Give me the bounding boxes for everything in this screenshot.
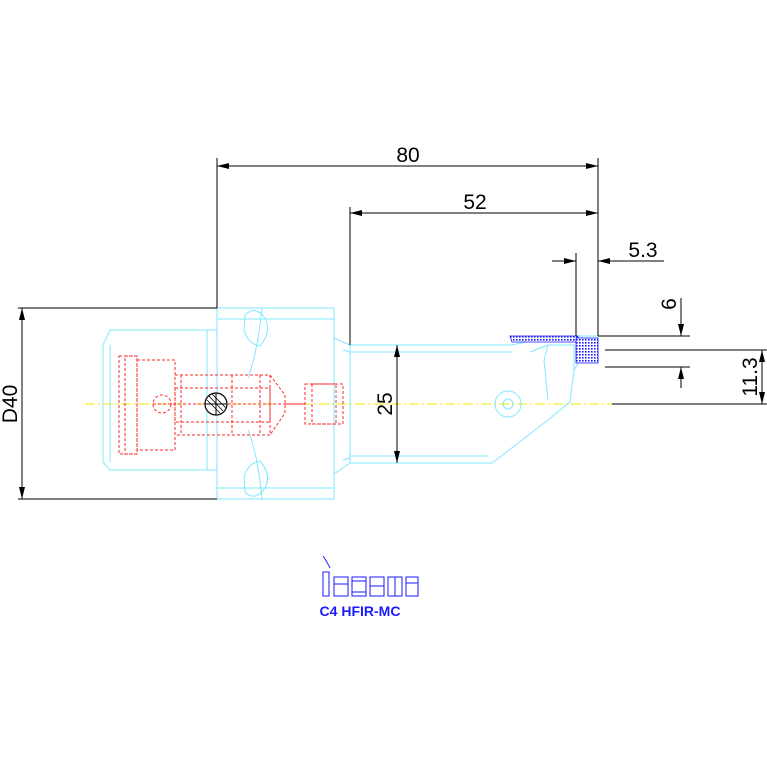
part-number-caption: C4 HFIR-MC <box>319 603 401 619</box>
dimension-arrows <box>19 163 765 499</box>
cutting-insert <box>509 335 599 364</box>
dim-center-height: 11.3 <box>739 357 762 396</box>
dim-shank-height: 25 <box>374 392 397 415</box>
hidden-lines <box>118 355 344 455</box>
dim-head-length: 52 <box>463 191 486 214</box>
dim-diameter: D40 <box>0 385 22 424</box>
iscar-logo <box>322 555 419 597</box>
dim-blade-height: 6 <box>658 298 681 310</box>
dimension-lines <box>18 158 767 500</box>
dim-tip-offset: 5.3 <box>628 239 657 262</box>
dim-overall-length: 80 <box>396 144 419 167</box>
pin-cross-section <box>204 392 228 416</box>
